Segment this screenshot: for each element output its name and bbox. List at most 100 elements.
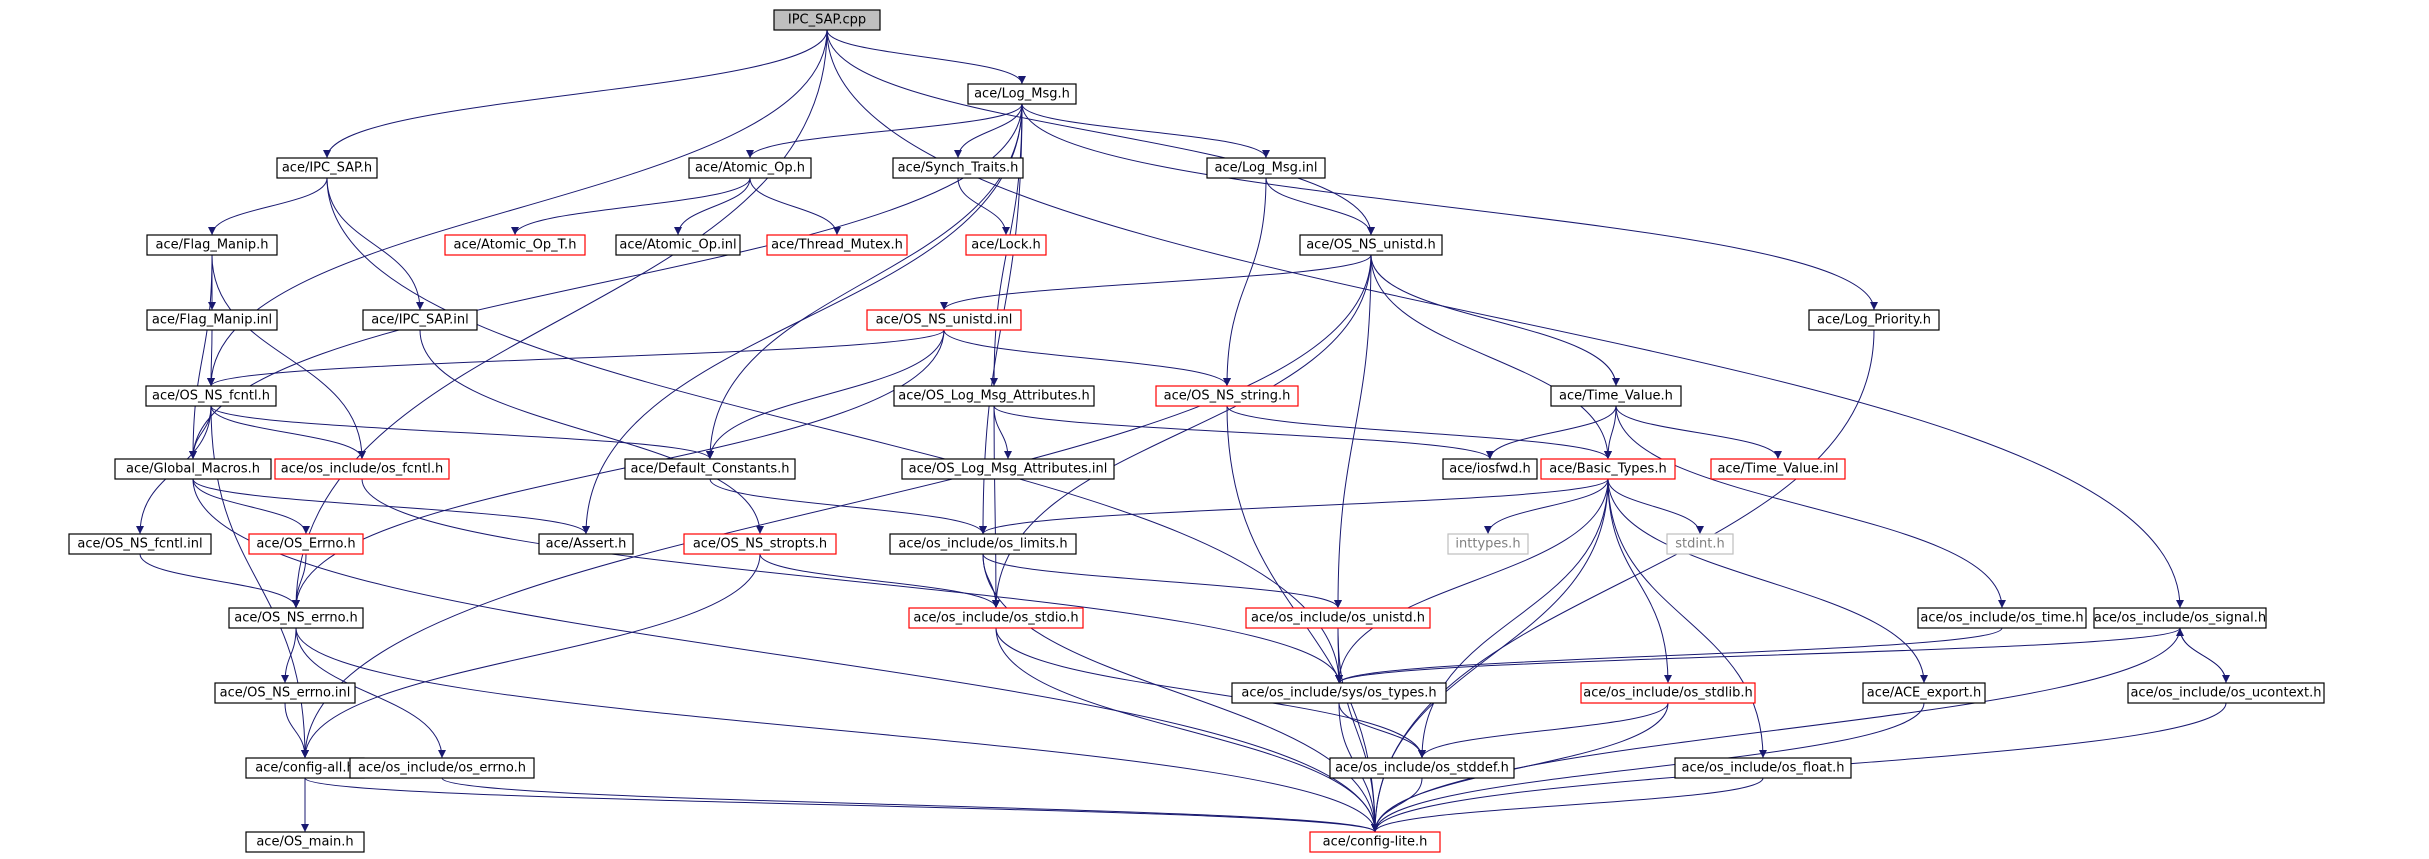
node-label: ace/IPC_SAP.inl	[371, 313, 469, 328]
node-label: ace/os_include/os_limits.h	[898, 537, 1067, 552]
edge-line	[826, 29, 1375, 236]
node-os-errno-inc-h[interactable]: ace/os_include/os_errno.h	[349, 757, 535, 779]
node-log-msg-h[interactable]: ace/Log_Msg.h	[967, 83, 1077, 105]
node-atomic-op-h[interactable]: ace/Atomic_Op.h	[688, 157, 812, 179]
node-box	[114, 458, 272, 480]
node-box	[1206, 157, 1326, 179]
node-label: ace/iosfwd.h	[1449, 462, 1530, 477]
node-os-log-msg-attr-inl[interactable]: ace/OS_Log_Msg_Attributes.inl	[901, 458, 1115, 480]
edge-line	[1021, 103, 1270, 159]
node-thread-mutex-h[interactable]: ace/Thread_Mutex.h	[766, 234, 908, 256]
node-box	[1550, 385, 1682, 407]
node-os-stddef-h[interactable]: ace/os_include/os_stddef.h	[1329, 757, 1515, 779]
node-os-stdlib-h[interactable]: ace/os_include/os_stdlib.h	[1580, 682, 1756, 704]
node-box	[908, 607, 1084, 629]
node-ipc-sap-h[interactable]: ace/IPC_SAP.h	[276, 157, 378, 179]
edge-line	[295, 627, 446, 759]
node-label: ace/Flag_Manip.inl	[152, 313, 272, 328]
edge-line	[211, 254, 366, 460]
edge-os_limits_h-to-os_stdio_h	[982, 553, 1000, 609]
node-os-ns-unistd-inl[interactable]: ace/OS_NS_unistd.inl	[866, 309, 1022, 331]
node-assert-h[interactable]: ace/Assert.h	[538, 533, 634, 555]
node-global-macros-h[interactable]: ace/Global_Macros.h	[114, 458, 272, 480]
edge-line	[826, 29, 1026, 85]
node-ipc-sap-inl[interactable]: ace/IPC_SAP.inl	[362, 309, 478, 331]
node-os-ns-fcntl-inl[interactable]: ace/OS_NS_fcntl.inl	[68, 533, 212, 555]
edge-line	[2176, 627, 2227, 684]
node-ace-export-h[interactable]: ace/ACE_export.h	[1862, 682, 1986, 704]
node-box	[766, 234, 908, 256]
node-label: ace/os_include/os_unistd.h	[1251, 611, 1425, 626]
node-os-signal-h[interactable]: ace/os_include/os_signal.h	[2093, 607, 2267, 629]
node-box	[1245, 607, 1431, 629]
node-box	[967, 83, 1077, 105]
edge-os_stdio_h-to-config_lite_h	[995, 627, 1379, 833]
edge-line	[982, 553, 1342, 609]
node-label: ace/OS_NS_unistd.h	[1306, 238, 1436, 253]
edge-line	[284, 702, 309, 759]
node-flag-manip-h[interactable]: ace/Flag_Manip.h	[146, 234, 278, 256]
edge-os_fcntl_h-to-sys_os_types_h	[361, 478, 1343, 684]
node-box	[214, 682, 356, 704]
node-os-ucontext-h[interactable]: ace/os_include/os_ucontext.h	[2127, 682, 2325, 704]
edge-atomic_op_h-to-atomic_op_t_h	[511, 177, 751, 236]
node-label: ace/OS_Log_Msg_Attributes.inl	[909, 462, 1108, 477]
edge-basic_types_h-to-inttypes_h	[1484, 478, 1609, 535]
edge-line	[301, 254, 1372, 759]
node-os-log-msg-attr-h[interactable]: ace/OS_Log_Msg_Attributes.h	[893, 385, 1095, 407]
node-os-float-h[interactable]: ace/os_include/os_float.h	[1674, 757, 1852, 779]
node-label: ace/OS_NS_string.h	[1164, 389, 1291, 404]
edge-ipc_sap_cpp-to-os_ns_errno_h	[292, 29, 828, 609]
node-sys-os-types-h[interactable]: ace/os_include/sys/os_types.h	[1231, 682, 1447, 704]
edge-os_ns_unistd_h-to-time_value_h	[1370, 254, 1620, 387]
node-log-priority-h[interactable]: ace/Log_Priority.h	[1808, 309, 1940, 331]
edge-os_ns_fcntl_h-to-global_macros_h	[189, 405, 212, 460]
node-box	[624, 458, 796, 480]
node-config-lite-h[interactable]: ace/config-lite.h	[1309, 831, 1441, 853]
node-atomic-op-inl[interactable]: ace/Atomic_Op.inl	[615, 234, 741, 256]
node-default-constants-h[interactable]: ace/Default_Constants.h	[624, 458, 796, 480]
edge-line	[943, 329, 1231, 387]
node-box	[615, 234, 741, 256]
node-os-time-h[interactable]: ace/os_include/os_time.h	[1917, 607, 2087, 629]
edge-line	[759, 553, 1000, 609]
edge-log_msg_h-to-atomic_op_h	[746, 103, 1023, 159]
edge-ipc_sap_cpp-to-os_ns_unistd_h	[826, 29, 1375, 236]
edge-line	[1484, 478, 1609, 535]
node-basic-types-h[interactable]: ace/Basic_Types.h	[1540, 458, 1676, 480]
edge-line	[749, 177, 841, 236]
node-iosfwd-h[interactable]: ace/iosfwd.h	[1442, 458, 1538, 480]
node-lock-h[interactable]: ace/Lock.h	[965, 234, 1047, 256]
edge-line	[139, 553, 300, 609]
node-os-ns-errno-inl[interactable]: ace/OS_NS_errno.inl	[214, 682, 356, 704]
node-box	[1231, 682, 1447, 704]
node-time-value-h[interactable]: ace/Time_Value.h	[1550, 385, 1682, 407]
edge-ipc_sap_cpp-to-os_signal_h	[826, 29, 2184, 609]
node-os-ns-stropts-h[interactable]: ace/OS_NS_stropts.h	[683, 533, 837, 555]
node-os-limits-h[interactable]: ace/os_include/os_limits.h	[889, 533, 1077, 555]
node-box	[901, 458, 1115, 480]
node-flag-manip-inl[interactable]: ace/Flag_Manip.inl	[146, 309, 278, 331]
node-os-main-h[interactable]: ace/OS_main.h	[245, 831, 365, 853]
edge-os_time_h-to-sys_os_types_h	[1335, 627, 2003, 684]
node-synch-traits-h[interactable]: ace/Synch_Traits.h	[892, 157, 1024, 179]
node-log-msg-inl[interactable]: ace/Log_Msg.inl	[1206, 157, 1326, 179]
node-os-unistd-h[interactable]: ace/os_include/os_unistd.h	[1245, 607, 1431, 629]
node-os-ns-unistd-h[interactable]: ace/OS_NS_unistd.h	[1299, 234, 1443, 256]
node-atomic-op-t-h[interactable]: ace/Atomic_Op_T.h	[444, 234, 586, 256]
node-os-ns-string-h[interactable]: ace/OS_NS_string.h	[1155, 385, 1299, 407]
node-os-fcntl-h[interactable]: ace/os_include/os_fcntl.h	[274, 458, 450, 480]
node-label: ace/Atomic_Op.h	[695, 161, 805, 176]
node-os-ns-errno-h[interactable]: ace/OS_NS_errno.h	[228, 607, 364, 629]
node-time-value-inl[interactable]: ace/Time_Value.inl	[1710, 458, 1846, 480]
edge-line	[281, 627, 297, 684]
edge-line	[208, 177, 328, 236]
edge-os_ns_unistd_h-to-os_stdio_h	[992, 254, 1372, 609]
edge-line	[979, 478, 1609, 535]
node-os-ns-fcntl-h[interactable]: ace/OS_NS_fcntl.h	[145, 385, 277, 407]
node-box	[1540, 458, 1676, 480]
node-label: ace/OS_NS_unistd.inl	[876, 313, 1013, 328]
node-os-stdio-h[interactable]: ace/os_include/os_stdio.h	[908, 607, 1084, 629]
node-os-errno-h[interactable]: ace/OS_Errno.h	[248, 533, 364, 555]
node-config-all-h[interactable]: ace/config-all.h	[245, 757, 365, 779]
